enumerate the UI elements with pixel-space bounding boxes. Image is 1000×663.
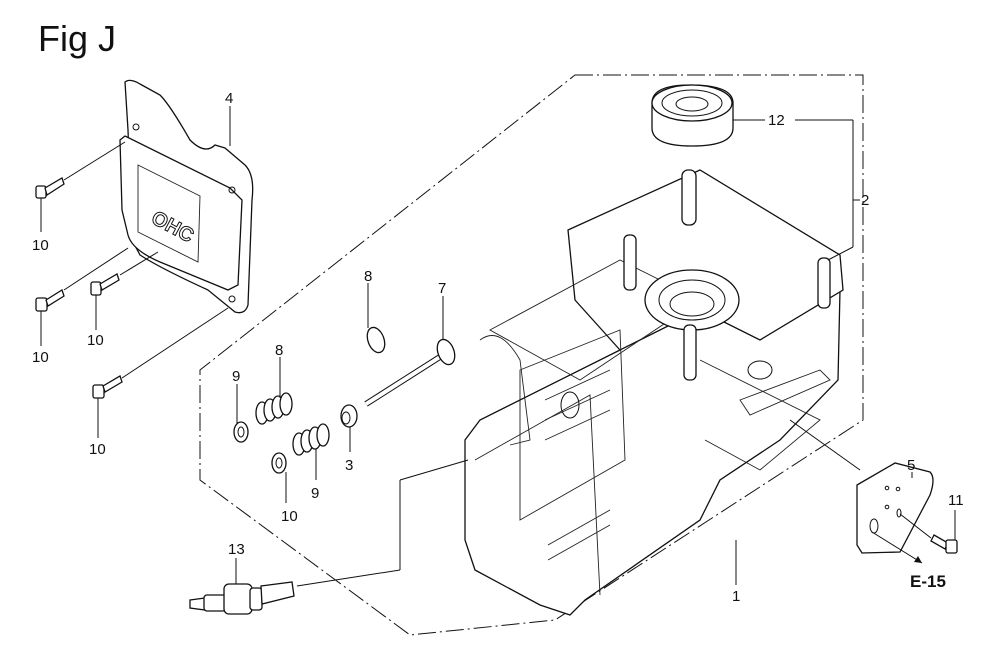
callout-10-a: 10 — [32, 237, 49, 254]
valve-retainer-upper[interactable] — [233, 421, 249, 443]
callout-10-c: 10 — [87, 332, 104, 349]
callout-8-upper: 8 — [275, 342, 283, 359]
figure-title: Fig J — [38, 18, 117, 59]
cover-bolt-b[interactable] — [35, 247, 129, 312]
cross-reference-label[interactable]: E-15 — [910, 572, 946, 591]
valve-stem-seal[interactable] — [340, 404, 358, 428]
breather-cover-plate[interactable] — [856, 462, 934, 554]
cylinder-block[interactable] — [464, 130, 844, 616]
valve-retainer-lower[interactable] — [271, 452, 287, 474]
callout-9-upper: 9 — [232, 368, 240, 385]
callout-6: 7 — [438, 280, 446, 297]
callout-3: 3 — [345, 457, 353, 474]
valve-spring-upper[interactable] — [255, 392, 293, 425]
valve-spring-lower[interactable] — [292, 423, 330, 456]
callout-8-lower: 9 — [311, 485, 319, 502]
arrow-icon — [914, 556, 922, 563]
cover-bolt-d[interactable] — [92, 307, 229, 399]
callout-10-d: 10 — [89, 441, 106, 458]
leader-lines — [40, 106, 956, 587]
assembly-boundary — [199, 74, 864, 636]
cover-bolt-a[interactable] — [35, 141, 126, 199]
callout-12: 12 — [768, 112, 785, 129]
callout-2: 2 — [861, 192, 869, 209]
callout-4: 4 — [225, 90, 233, 107]
callout-7: 8 — [364, 268, 372, 285]
cylinder-head-cover[interactable]: OHC — [119, 79, 254, 314]
cover-bolt-c[interactable] — [90, 251, 159, 296]
callout-11: 11 — [948, 492, 964, 509]
callout-1: 1 — [732, 588, 740, 605]
callout-10-b: 10 — [32, 349, 49, 366]
callout-5: 5 — [907, 457, 915, 474]
callout-13: 13 — [228, 541, 245, 558]
plate-bolt[interactable] — [899, 513, 958, 554]
intake-valve[interactable] — [296, 325, 388, 394]
exhaust-valve[interactable] — [364, 337, 458, 407]
spark-plug[interactable] — [189, 581, 295, 615]
callout-9-lower: 10 — [281, 508, 298, 525]
oil-seal[interactable] — [651, 84, 734, 147]
